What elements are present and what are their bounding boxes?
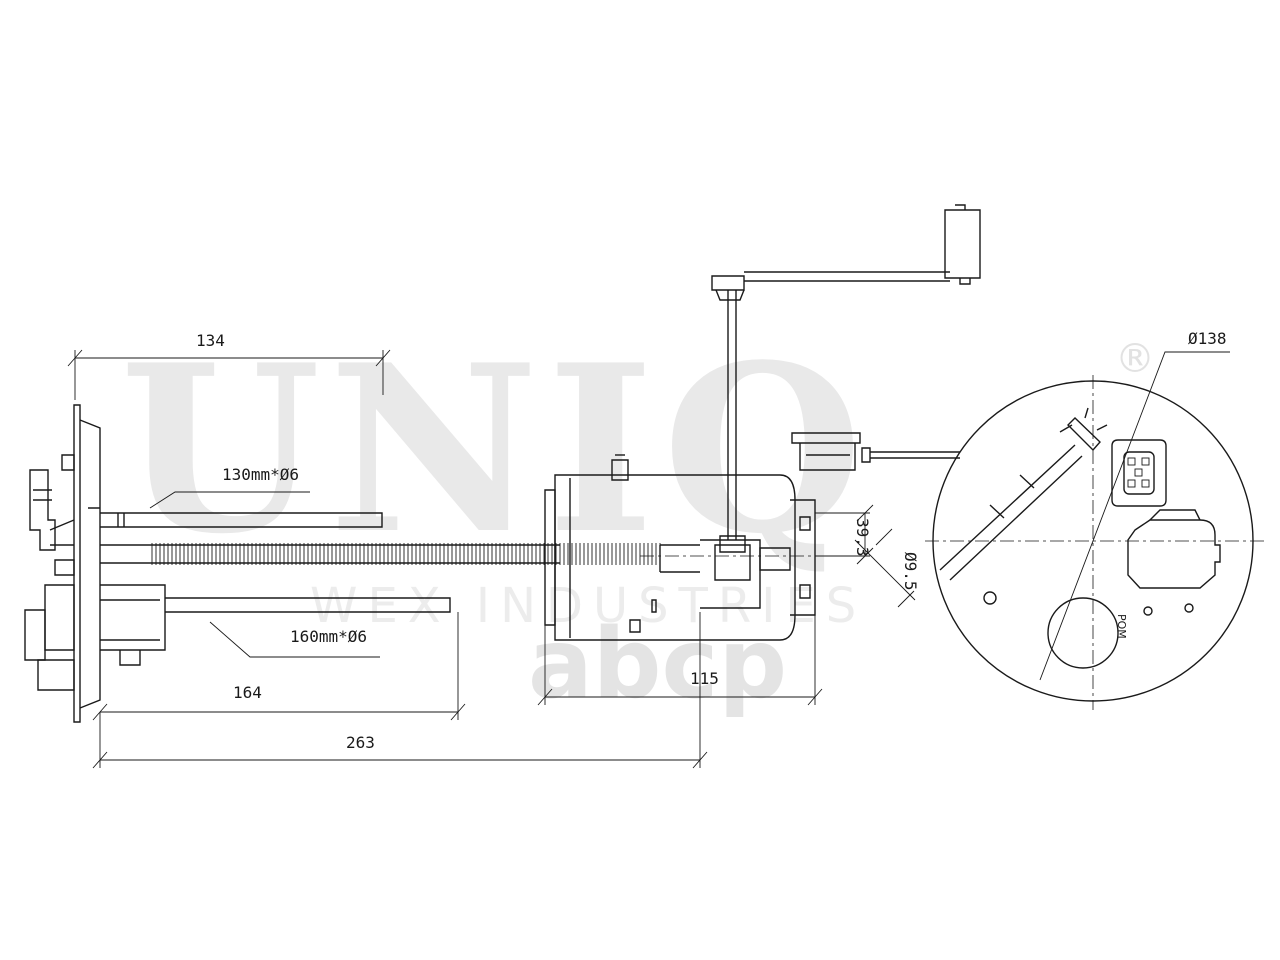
inlet-fitting xyxy=(29,469,56,551)
dim-lower-tube: 160mm*Ø6 xyxy=(290,627,367,646)
dim-diameter-9-5: Ø9.5 xyxy=(901,552,920,591)
float-arm xyxy=(744,271,950,282)
lower-tube xyxy=(165,597,451,613)
outlet-cap xyxy=(790,499,816,616)
hose-ribs xyxy=(151,543,661,565)
dim-39-3: 39.3 xyxy=(853,518,872,557)
corrugated-hose xyxy=(100,544,560,564)
top-connector xyxy=(1111,439,1167,507)
top-view: POM xyxy=(925,375,1265,710)
dim-upper-tube: 130mm*Ø6 xyxy=(222,465,299,484)
dimensions: 134 130mm*Ø6 160mm*Ø6 164 263 115 39.3 Ø… xyxy=(67,329,1230,769)
dim-263: 263 xyxy=(346,733,375,752)
top-sender-arm xyxy=(939,444,1083,581)
dim-164: 164 xyxy=(233,683,262,702)
flange-plate xyxy=(73,404,81,723)
top-outlet xyxy=(1127,519,1221,589)
watermark-registered: ® xyxy=(1115,336,1155,382)
dim-diameter-138: Ø138 xyxy=(1188,329,1227,348)
sender-rod xyxy=(727,290,737,540)
material-mark: POM xyxy=(1115,614,1128,639)
side-view xyxy=(24,204,981,723)
watermark-company: WEX INDUSTRIES xyxy=(310,578,866,634)
dim-134: 134 xyxy=(196,331,225,350)
upper-tube xyxy=(88,507,383,528)
flange-body xyxy=(79,419,101,709)
watermark-shop: abcp xyxy=(528,608,787,720)
electrical-plug xyxy=(791,432,861,444)
connector-block xyxy=(44,584,75,651)
return-port xyxy=(1047,597,1119,669)
dim-115: 115 xyxy=(690,669,719,688)
float xyxy=(944,209,981,279)
outlet-housing xyxy=(700,539,761,609)
watermark: UNIQ ® WEX INDUSTRIES abcp xyxy=(120,315,1155,720)
